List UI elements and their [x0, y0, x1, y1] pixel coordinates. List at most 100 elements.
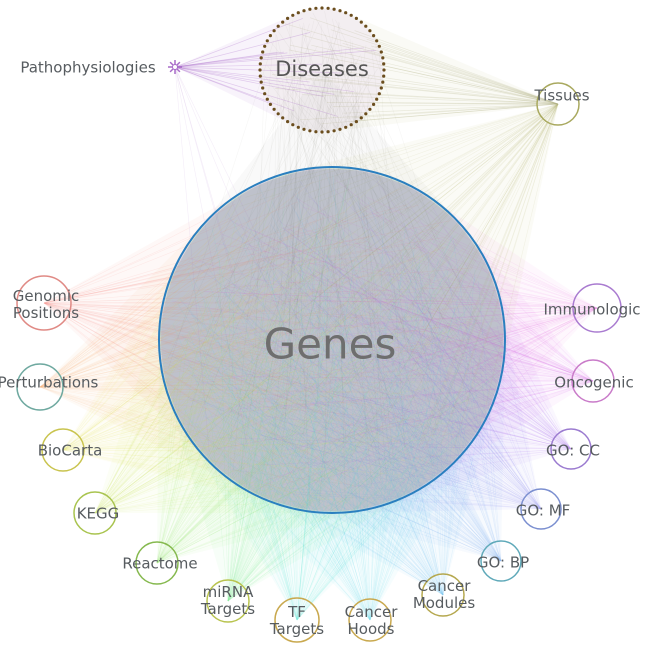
edge-line: [39, 237, 225, 388]
diseases-circle-dot: [338, 127, 342, 131]
edge-line: [310, 392, 444, 596]
edge-line: [227, 282, 594, 382]
edge-line: [235, 285, 572, 450]
node-cancer-modules[interactable]: [421, 573, 465, 617]
diseases-circle-dot: [377, 92, 381, 96]
edge-line: [240, 307, 598, 381]
edge-line: [39, 300, 364, 388]
edge-line: [275, 88, 559, 105]
edge-line: [221, 103, 559, 374]
node-tf-targets[interactable]: [274, 597, 320, 643]
edge-line: [156, 466, 402, 564]
edge-line: [203, 352, 542, 510]
node-perturbations[interactable]: [16, 363, 64, 411]
edge-line: [227, 274, 311, 602]
edge-line: [215, 294, 298, 621]
edge-line: [43, 220, 450, 304]
edge-line: [186, 367, 371, 621]
edge-line: [43, 302, 344, 444]
edge-line: [227, 439, 413, 602]
edge-line: [94, 263, 393, 514]
pathophysiologies-node[interactable]: [168, 60, 182, 74]
edge-line: [260, 448, 572, 466]
edge-line: [174, 66, 247, 443]
edge-line: [218, 437, 572, 450]
edge-line: [62, 292, 204, 451]
edge-line: [235, 335, 542, 510]
node-go-mf[interactable]: [520, 488, 562, 530]
edge-line: [198, 397, 502, 562]
edge-line: [241, 233, 594, 382]
node-mirna-targets[interactable]: [206, 579, 250, 623]
node-cancer-hoods[interactable]: [348, 598, 392, 642]
edge-line: [43, 302, 256, 345]
edge-line: [258, 429, 542, 510]
node-immunologic[interactable]: [572, 283, 622, 333]
diseases-circle-dot: [381, 56, 385, 60]
edge-line: [202, 405, 298, 621]
edge-line: [62, 449, 365, 452]
edge-line: [39, 219, 238, 388]
edge-line: [94, 250, 354, 514]
edge-line: [311, 44, 559, 105]
edge-line: [62, 268, 465, 451]
edge-line: [94, 315, 431, 514]
edge-line: [227, 437, 245, 602]
edge-line: [284, 380, 594, 451]
node-kegg[interactable]: [73, 491, 117, 535]
edge-line: [185, 338, 502, 562]
edge-line: [156, 449, 274, 564]
edge-line: [296, 468, 358, 621]
edge-line: [279, 314, 298, 621]
edge-line: [39, 386, 381, 405]
node-reactome[interactable]: [135, 541, 179, 585]
edge-line: [222, 242, 444, 596]
edge-line: [252, 432, 542, 510]
edge-line: [227, 415, 315, 602]
edge-line: [232, 307, 598, 347]
edge-line: [289, 202, 502, 562]
edge-line: [245, 307, 598, 406]
edge-line: [62, 449, 351, 504]
edge-line: [255, 77, 265, 348]
edge-line: [271, 42, 411, 225]
edge-line: [332, 103, 559, 107]
edge-line: [278, 269, 572, 450]
node-tissues[interactable]: [536, 82, 580, 126]
edge-line: [62, 449, 343, 484]
edge-line: [191, 313, 371, 621]
node-genomic-positions[interactable]: [16, 275, 72, 331]
edge-line: [296, 237, 303, 621]
edge-line: [94, 250, 430, 514]
node-oncogenic[interactable]: [571, 359, 615, 403]
edge-line: [294, 63, 434, 402]
diseases-circle-dot: [332, 7, 336, 11]
edge-line: [328, 329, 502, 562]
edge-line: [371, 212, 542, 510]
edge-line: [226, 324, 572, 450]
edge-line: [309, 290, 598, 309]
edge-line: [268, 437, 298, 621]
edge-line: [94, 337, 401, 514]
edge-line: [39, 193, 263, 388]
node-go-bp[interactable]: [480, 540, 522, 582]
edge-line: [353, 307, 598, 325]
edge-line: [421, 286, 598, 309]
edge-line: [385, 334, 594, 382]
edge-line: [376, 181, 572, 450]
node-biocarta[interactable]: [41, 428, 85, 472]
genes-node[interactable]: [158, 166, 506, 514]
node-go-cc[interactable]: [550, 428, 592, 470]
edge-line: [296, 175, 321, 621]
edge-line: [94, 265, 258, 514]
edge-line: [344, 307, 598, 366]
edge-line: [309, 398, 542, 510]
edge-line: [425, 103, 559, 331]
edge-line: [62, 326, 438, 451]
edge-line: [62, 318, 359, 451]
edge-line: [203, 301, 298, 621]
edge-line: [442, 342, 472, 596]
edge-line: [156, 482, 268, 564]
diseases-circle-dot: [379, 86, 383, 90]
edge-line: [39, 269, 187, 388]
